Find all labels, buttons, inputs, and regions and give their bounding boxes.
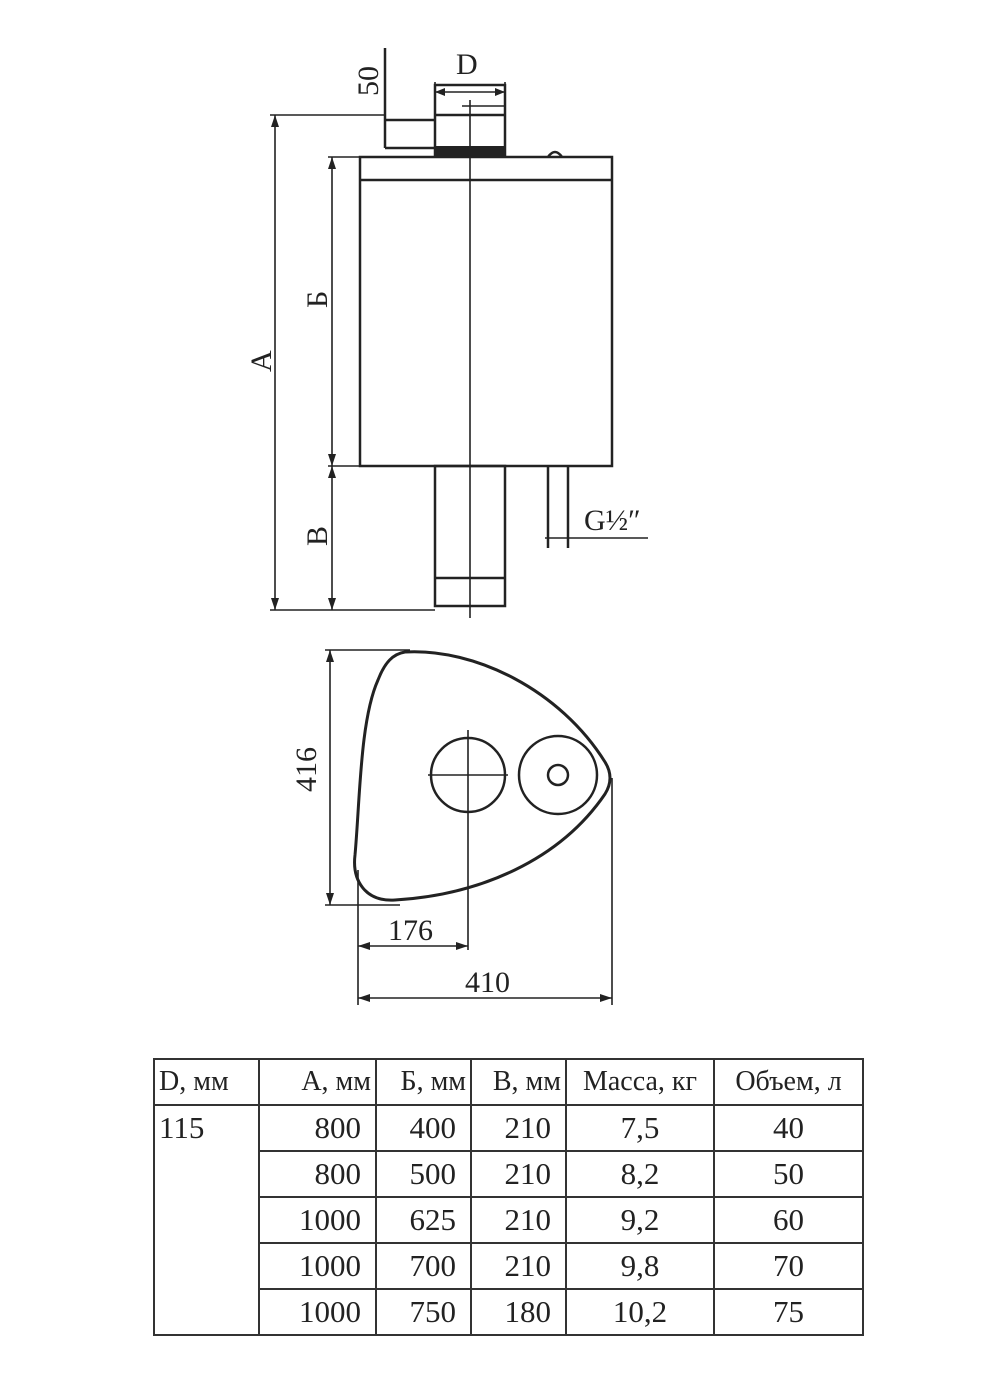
table-header-row: D, мм А, мм Б, мм В, мм Масса, кг Объем,… <box>153 1058 864 1106</box>
cell-volume: 40 <box>713 1104 864 1152</box>
spec-table: D, мм А, мм Б, мм В, мм Масса, кг Объем,… <box>153 1058 864 1336</box>
cell-mass: 8,2 <box>565 1150 715 1198</box>
header-b: Б, мм <box>375 1058 472 1106</box>
cell-a: 800 <box>258 1104 377 1152</box>
cell-b: 625 <box>375 1196 472 1244</box>
label-416: 416 <box>290 747 323 792</box>
header-v: В, мм <box>470 1058 567 1106</box>
cell-volume: 60 <box>713 1196 864 1244</box>
label-D: D <box>456 48 478 81</box>
header-volume: Объем, л <box>713 1058 864 1106</box>
header-a: А, мм <box>258 1058 377 1106</box>
technical-drawing: 50 D А Б В G½″ 416 176 410 <box>245 48 648 1005</box>
cell-v: 210 <box>470 1104 567 1152</box>
header-mass: Масса, кг <box>565 1058 715 1106</box>
cell-volume: 75 <box>713 1288 864 1336</box>
top-view: 416 176 410 <box>290 649 613 1005</box>
cell-mass: 9,2 <box>565 1196 715 1244</box>
cell-volume: 50 <box>713 1150 864 1198</box>
cell-mass: 10,2 <box>565 1288 715 1336</box>
label-thread: G½″ <box>584 504 641 537</box>
cell-volume: 70 <box>713 1242 864 1290</box>
label-176: 176 <box>388 914 433 947</box>
cell-mass: 9,8 <box>565 1242 715 1290</box>
cell-v: 210 <box>470 1150 567 1198</box>
cell-b: 500 <box>375 1150 472 1198</box>
label-50: 50 <box>352 66 385 96</box>
cell-v: 180 <box>470 1288 567 1336</box>
cell-v: 210 <box>470 1196 567 1244</box>
table-row: 1000 625 210 9,2 60 <box>154 1196 864 1244</box>
cell-b: 750 <box>375 1288 472 1336</box>
cell-a: 800 <box>258 1150 377 1198</box>
table-row: 1000 700 210 9,8 70 <box>154 1242 864 1290</box>
label-V: В <box>301 526 334 546</box>
table-row: 115 800 400 210 7,5 40 <box>153 1104 864 1336</box>
label-A: А <box>245 350 278 372</box>
label-410: 410 <box>465 966 510 999</box>
cell-a: 1000 <box>258 1196 377 1244</box>
cell-mass: 7,5 <box>565 1104 715 1152</box>
cell-v: 210 <box>470 1242 567 1290</box>
cell-a: 1000 <box>258 1242 377 1290</box>
table-row: 1000 750 180 10,2 75 <box>154 1288 864 1336</box>
cell-a: 1000 <box>258 1288 377 1336</box>
side-view: 50 D А Б В G½″ <box>245 48 648 618</box>
table-row: 800 500 210 8,2 50 <box>154 1150 864 1198</box>
header-d: D, мм <box>153 1058 260 1106</box>
cell-b: 700 <box>375 1242 472 1290</box>
label-B: Б <box>301 291 334 308</box>
cell-b: 400 <box>375 1104 472 1152</box>
cell-d-value: 115 <box>153 1104 260 1336</box>
